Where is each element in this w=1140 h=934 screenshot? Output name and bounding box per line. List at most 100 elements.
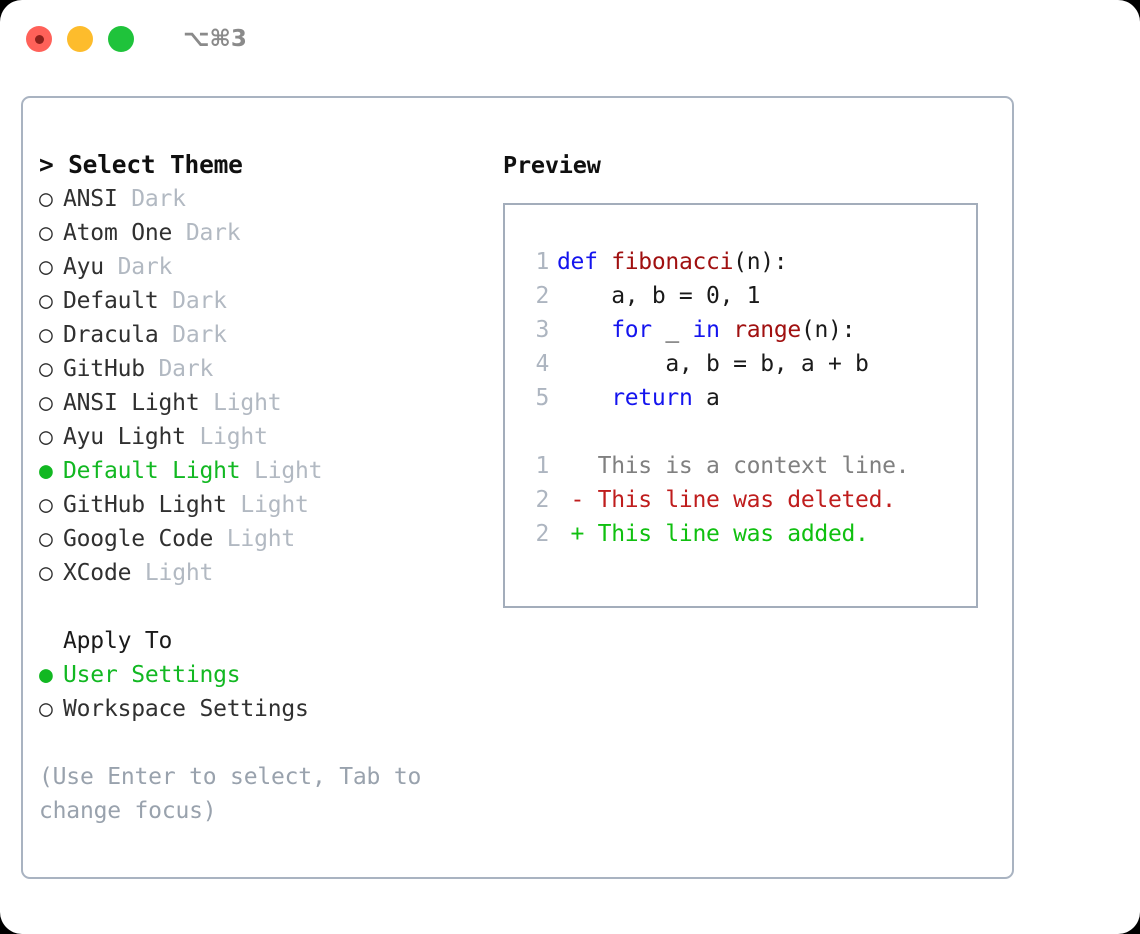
keyboard-shortcut-label: ⌥⌘3 (183, 26, 247, 52)
theme-list-item[interactable]: ○ Atom One Dark (39, 216, 469, 250)
theme-category: Light (131, 560, 214, 586)
radio-unselected-icon: ○ (39, 186, 53, 212)
radio-selected-icon: ● (39, 662, 53, 688)
theme-list-item[interactable]: ○ XCode Light (39, 556, 469, 590)
theme-category: Light (240, 458, 323, 484)
apply-to-title: Apply To (63, 628, 173, 654)
window-title-bar: ⌥⌘3 (0, 0, 1140, 78)
code-line: 3 for _ in range(n): (523, 313, 976, 347)
theme-list-item[interactable]: ○ Google Code Light (39, 522, 469, 556)
theme-category: Light (199, 390, 282, 416)
radio-unselected-icon: ○ (39, 696, 53, 722)
apply-to-list: ● User Settings ○ Workspace Settings (39, 658, 469, 726)
apply-to-label: User Settings (63, 662, 241, 688)
code-token: fibonacci (611, 249, 734, 275)
theme-name: Atom One (63, 220, 173, 246)
radio-unselected-icon: ○ (39, 322, 53, 348)
code-token: in (692, 317, 720, 343)
theme-category: Dark (158, 322, 227, 348)
diff-line: 2 - This line was deleted. (523, 483, 976, 517)
theme-name: Default Light (63, 458, 241, 484)
code-token: a (692, 385, 720, 411)
code-line: 2 a, b = 0, 1 (523, 279, 976, 313)
theme-list-item[interactable]: ○ Ayu Dark (39, 250, 469, 284)
radio-unselected-icon: ○ (39, 526, 53, 552)
theme-name: GitHub Light (63, 492, 227, 518)
theme-name: Google Code (63, 526, 214, 552)
radio-unselected-icon: ○ (39, 560, 53, 586)
apply-to-label: Workspace Settings (63, 696, 309, 722)
section-spacer (39, 590, 469, 624)
theme-list-item[interactable]: ○ANSI Dark (39, 182, 469, 216)
code-token (557, 385, 611, 411)
radio-selected-icon: ● (39, 458, 53, 484)
radio-unselected-icon: ○ (39, 424, 53, 450)
code-token (720, 317, 734, 343)
apply-to-option[interactable]: ● User Settings (39, 658, 469, 692)
diff-line: 1 This is a context line. (523, 449, 976, 483)
code-token: a, b = b, a + b (557, 351, 869, 377)
theme-picker-column: > Select Theme ○ANSI Dark○Atom One Dark○… (39, 148, 469, 828)
theme-list-item[interactable]: ○GitHub Dark (39, 352, 469, 386)
theme-category: Light (213, 526, 296, 552)
radio-unselected-icon: ○ (39, 220, 53, 246)
code-line: 5 return a (523, 381, 976, 415)
theme-category: Light (226, 492, 309, 518)
theme-name: Dracula (63, 322, 159, 348)
theme-list-item[interactable]: ○ GitHub Light Light (39, 488, 469, 522)
code-token: range (733, 317, 801, 343)
maximize-button[interactable] (108, 26, 134, 52)
theme-picker-title-text: Select Theme (68, 150, 243, 179)
theme-list-item[interactable]: ○ Dracula Dark (39, 318, 469, 352)
theme-category: Dark (117, 186, 186, 212)
diff-sample: 1 This is a context line.2 - This line w… (523, 449, 976, 551)
theme-category: Dark (172, 220, 241, 246)
theme-list-item[interactable]: ○ ANSI Light Light (39, 386, 469, 420)
minimize-button[interactable] (67, 26, 93, 52)
theme-name: ANSI Light (63, 390, 200, 416)
code-token: def (557, 249, 612, 275)
preview-title: Preview (503, 151, 601, 179)
diff-line: 2 + This line was added. (523, 517, 976, 551)
code-token: for (611, 317, 652, 343)
radio-unselected-icon: ○ (39, 492, 53, 518)
code-token: (n): (733, 249, 788, 275)
radio-unselected-icon: ○ (39, 390, 53, 416)
theme-category: Dark (158, 288, 227, 314)
code-token: This is a context line. (557, 453, 910, 479)
theme-list-item[interactable]: ○ Default Dark (39, 284, 469, 318)
line-number: 2 (535, 283, 549, 309)
code-line: 4 a, b = b, a + b (523, 347, 976, 381)
line-number: 2 (535, 521, 549, 547)
close-button[interactable] (26, 26, 52, 52)
line-number: 4 (535, 351, 549, 377)
theme-list-item[interactable]: ● Default Light Light (39, 454, 469, 488)
theme-list-item[interactable]: ○Ayu Light Light (39, 420, 469, 454)
radio-unselected-icon: ○ (39, 288, 53, 314)
code-token: (n): (800, 317, 856, 343)
theme-name: Default (63, 288, 159, 314)
radio-unselected-icon: ○ (39, 254, 53, 280)
line-number: 3 (535, 317, 549, 343)
theme-list: ○ANSI Dark○Atom One Dark○Ayu Dark○Defaul… (39, 182, 469, 590)
theme-category: Dark (144, 356, 214, 382)
code-diff-spacer (523, 415, 976, 449)
line-number: 1 (535, 453, 549, 479)
theme-name: XCode (63, 560, 132, 586)
dialog-panel: > Select Theme ○ANSI Dark○Atom One Dark○… (21, 96, 1014, 879)
theme-name: Ayu (63, 254, 104, 280)
code-token: a, b = 0, 1 (557, 283, 761, 309)
radio-unselected-icon: ○ (39, 356, 53, 382)
line-number: 2 (535, 487, 549, 513)
code-token (557, 317, 611, 343)
apply-to-option[interactable]: ○ Workspace Settings (39, 692, 469, 726)
prompt-marker: > (39, 150, 54, 179)
theme-category: Light (185, 424, 268, 450)
theme-category: Dark (103, 254, 173, 280)
code-token: return (611, 385, 693, 411)
